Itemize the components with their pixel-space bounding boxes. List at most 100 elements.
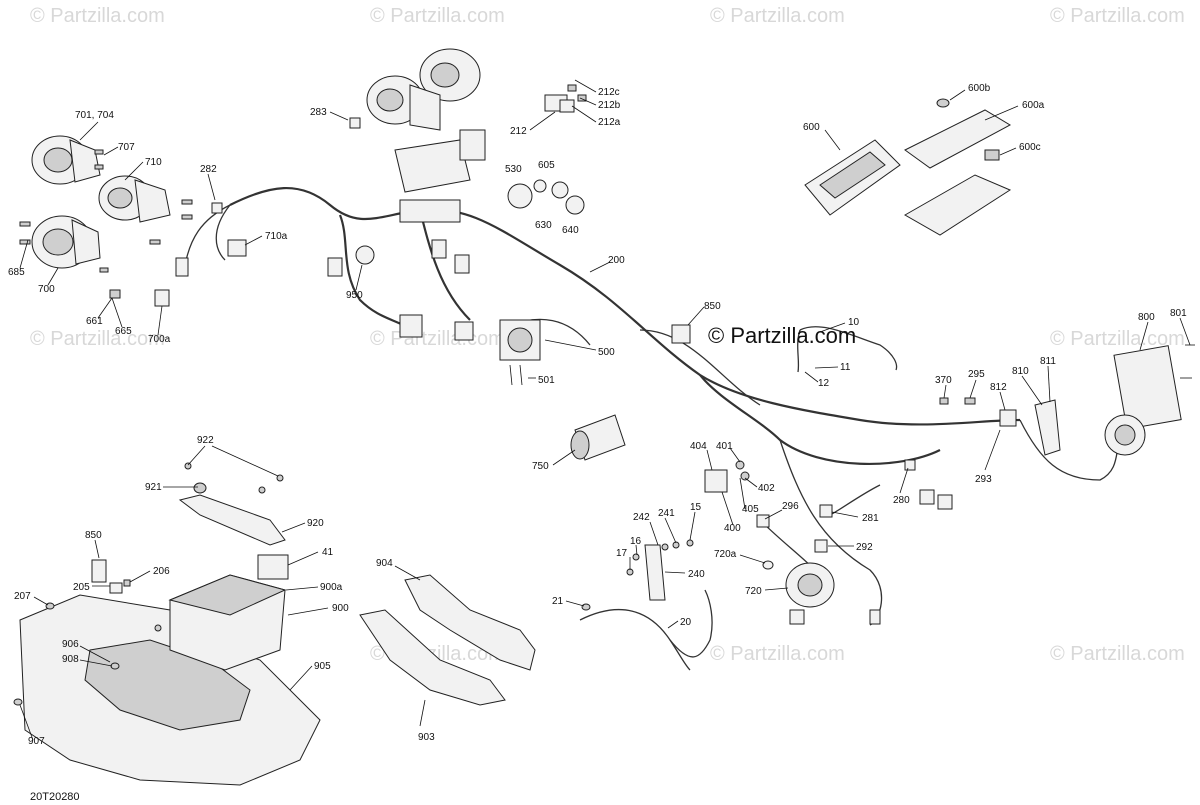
callout-900: 900 (332, 603, 349, 614)
callout-212a: 212a (598, 117, 621, 128)
callout-685: 685 (8, 267, 25, 278)
watermark: © Partzilla.com (710, 5, 845, 27)
bracket-240 (581, 539, 694, 611)
callout-530: 530 (505, 164, 522, 175)
callout-720: 720 (745, 586, 762, 597)
callout-401: 401 (716, 441, 733, 452)
callout-600c: 600c (1019, 142, 1041, 153)
callout-922: 922 (197, 435, 214, 446)
brand-watermark: © Partzilla.com (708, 323, 856, 348)
callout-661: 661 (86, 316, 103, 327)
callout-701-704: 701, 704 (75, 110, 114, 121)
connectors-280-296 (756, 459, 953, 553)
ecm-module-600 (804, 98, 1012, 236)
callout-605: 605 (538, 160, 555, 171)
callout-12: 12 (818, 378, 830, 389)
callout-281: 281 (862, 513, 879, 524)
module-800 (1113, 344, 1195, 430)
callout-21: 21 (552, 596, 564, 607)
callout-240: 240 (688, 569, 705, 580)
headlight-assembly-700 (31, 215, 101, 269)
fog-light-720 (762, 560, 881, 625)
callout-212c: 212c (598, 87, 620, 98)
callout-282: 282 (200, 164, 217, 175)
callout-500: 500 (598, 347, 615, 358)
fuse-box-unit (349, 117, 486, 193)
callout-20: 20 (680, 617, 692, 628)
callout-600a: 600a (1022, 100, 1045, 111)
callout-904: 904 (376, 558, 393, 569)
watermark: © Partzilla.com (1050, 5, 1185, 27)
headlight-assembly-701-704 (31, 135, 101, 185)
callout-800: 800 (1138, 312, 1155, 323)
watermark: © Partzilla.com (1050, 328, 1185, 350)
callout-402: 402 (758, 483, 775, 494)
callout-200: 200 (608, 255, 625, 266)
callout-707: 707 (118, 142, 135, 153)
callout-907: 907 (28, 736, 45, 747)
watermark: © Partzilla.com (30, 328, 165, 350)
callout-600b: 600b (968, 83, 991, 94)
callout-405: 405 (742, 504, 759, 515)
callout-10: 10 (848, 317, 860, 328)
callout-283: 283 (310, 107, 327, 118)
relay-400-group (704, 460, 750, 493)
motor-assembly-710 (98, 175, 171, 223)
callout-207: 207 (14, 591, 31, 602)
callout-921: 921 (145, 482, 162, 493)
main-harness (184, 186, 1121, 671)
callout-811: 811 (1040, 356, 1056, 367)
harness-connectors-center (327, 199, 474, 341)
diagram-code: 20T20280 (30, 791, 80, 803)
callout-630: 630 (535, 220, 552, 231)
callout-700a: 700a (148, 334, 171, 345)
connector-850-top (671, 324, 691, 344)
callout-903: 903 (418, 732, 435, 743)
heat-shield-904 (404, 574, 536, 671)
callout-905: 905 (314, 661, 331, 672)
callout-810: 810 (1012, 366, 1029, 377)
battery-900 (168, 554, 289, 671)
watermark: © Partzilla.com (710, 643, 845, 665)
headlight-pair-top (366, 48, 481, 131)
callout-750: 750 (532, 461, 549, 472)
watermark: © Partzilla.com (370, 328, 505, 350)
callout-710: 710 (145, 157, 162, 168)
component-500 (499, 319, 541, 386)
callout-720a: 720a (714, 549, 737, 560)
callout-640: 640 (562, 225, 579, 236)
callout-280: 280 (893, 495, 910, 506)
callout-11: 11 (840, 362, 851, 373)
callout-212b: 212b (598, 100, 621, 111)
small-parts-205-206 (13, 559, 162, 706)
callout-665: 665 (115, 326, 132, 337)
leader-lines (19, 79, 1191, 741)
callout-950: 950 (346, 290, 363, 301)
watermark: © Partzilla.com (30, 5, 165, 27)
callout-15: 15 (690, 502, 702, 513)
callout-908: 908 (62, 654, 79, 665)
callout-206: 206 (153, 566, 170, 577)
callout-41: 41 (322, 547, 334, 558)
connector-710a (175, 239, 247, 277)
callout-205: 205 (73, 582, 90, 593)
light-assembly-right (1104, 414, 1146, 456)
callout-241: 241 (658, 508, 675, 519)
callout-296: 296 (782, 501, 799, 512)
hold-down-920 (178, 462, 286, 546)
heat-shield-903 (359, 609, 506, 706)
bracket-810-811 (939, 397, 1061, 456)
part-750 (570, 414, 626, 461)
callout-242: 242 (633, 512, 650, 523)
callout-801: 801 (1170, 308, 1187, 319)
callout-600: 600 (803, 122, 820, 133)
callout-404: 404 (690, 441, 707, 452)
callout-17: 17 (616, 548, 628, 559)
callout-850-top: 850 (704, 301, 721, 312)
watermark: © Partzilla.com (1050, 643, 1185, 665)
small-fasteners-left (19, 149, 223, 307)
callout-370: 370 (935, 375, 952, 386)
callout-812: 812 (990, 382, 1007, 393)
callout-900a: 900a (320, 582, 343, 593)
